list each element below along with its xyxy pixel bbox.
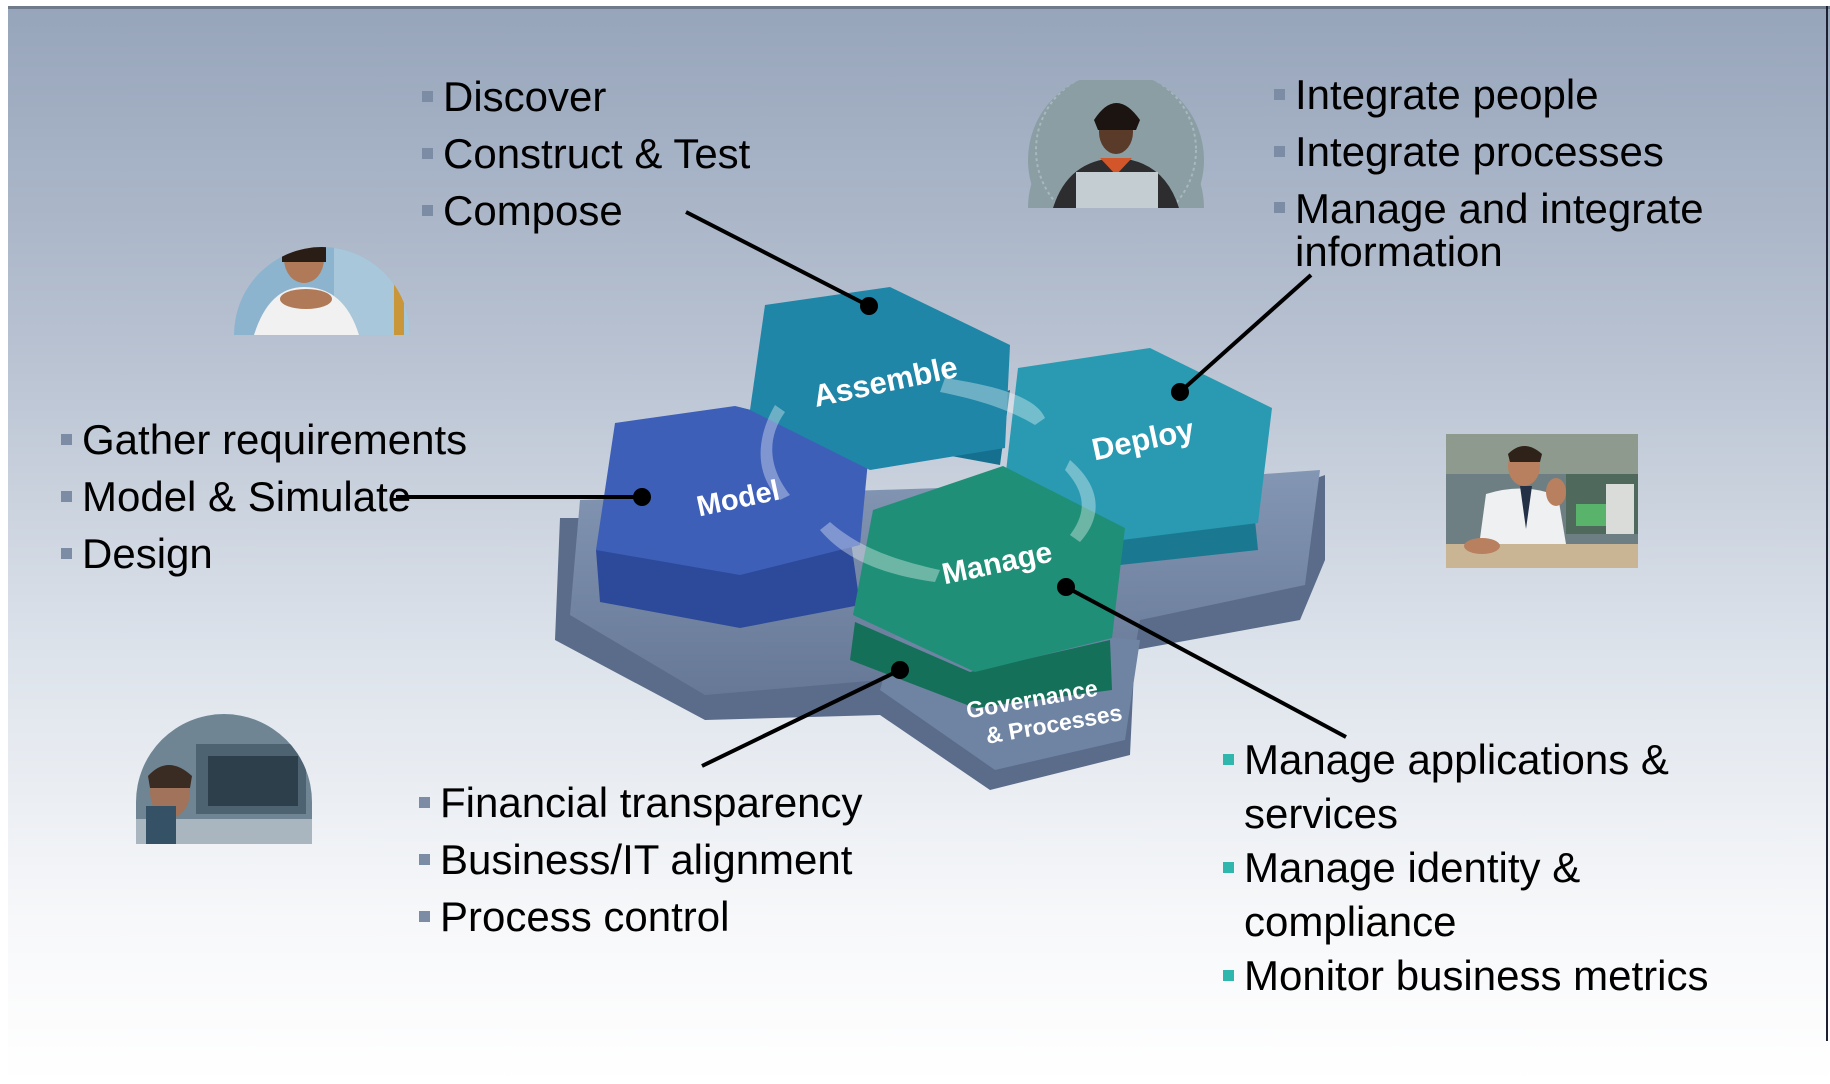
bullet-icon (1274, 202, 1285, 213)
list-item: Integrate people (1271, 66, 1704, 123)
deploy-connector (1178, 273, 1313, 394)
flow-arrows (760, 378, 1096, 582)
list-item: Compose (419, 182, 750, 239)
assemble-hexagon (735, 287, 1010, 470)
man-laptop-photo (1028, 80, 1204, 208)
bullet-icon (1223, 754, 1234, 765)
list-item: Construct & Test (419, 125, 750, 182)
list-item: Financial transparency (416, 774, 863, 831)
list-item: Manage applications &services (1220, 733, 1780, 841)
list-item: Gather requirements (58, 411, 467, 468)
bullet-icon (422, 148, 433, 159)
bullet-icon (419, 797, 430, 808)
bullet-icon (61, 491, 72, 502)
list-item: Process control (416, 888, 863, 945)
manage-connector-dot (1057, 578, 1075, 596)
list-item: Monitor business metrics (1220, 949, 1780, 1003)
model-connector-dot (633, 488, 651, 506)
list-item: Manage identity &compliance (1220, 841, 1780, 949)
list-item: Discover (419, 68, 750, 125)
list-item: Model & Simulate (58, 468, 467, 525)
bullet-icon (422, 205, 433, 216)
manage-tasks-list: Manage applications &services Manage ide… (1220, 733, 1780, 1003)
list-item: Integrate processes (1271, 123, 1704, 180)
bullet-icon (61, 548, 72, 559)
slide-edge (1826, 6, 1828, 1041)
manage-hexagon (850, 466, 1125, 708)
bullet-icon (1274, 89, 1285, 100)
deploy-hexagon (1005, 348, 1272, 565)
bullet-icon (1274, 146, 1285, 157)
governance-connector-dot (891, 661, 909, 679)
assemble-tasks-list: Discover Construct & Test Compose (419, 68, 750, 239)
model-hexagon (596, 406, 870, 628)
governance-connector (701, 668, 901, 768)
bullet-icon (419, 911, 430, 922)
model-tasks-list: Gather requirements Model & Simulate Des… (58, 411, 467, 582)
bullet-icon (61, 434, 72, 445)
man-desk-photo (1446, 434, 1638, 568)
bullet-icon (422, 91, 433, 102)
list-item: Business/IT alignment (416, 831, 863, 888)
bullet-icon (1223, 970, 1234, 981)
assemble-connector (685, 210, 870, 308)
bullet-icon (419, 854, 430, 865)
assemble-connector-dot (860, 297, 878, 315)
governance-tasks-list: Financial transparency Business/IT align… (416, 774, 863, 945)
man-thinking-photo (136, 714, 312, 844)
bullet-icon (1223, 862, 1234, 873)
list-item: Design (58, 525, 467, 582)
deploy-tasks-list: Integrate people Integrate processes Man… (1271, 66, 1704, 273)
manage-connector (1065, 585, 1347, 739)
woman-photo (234, 247, 410, 335)
deploy-connector-dot (1171, 383, 1189, 401)
